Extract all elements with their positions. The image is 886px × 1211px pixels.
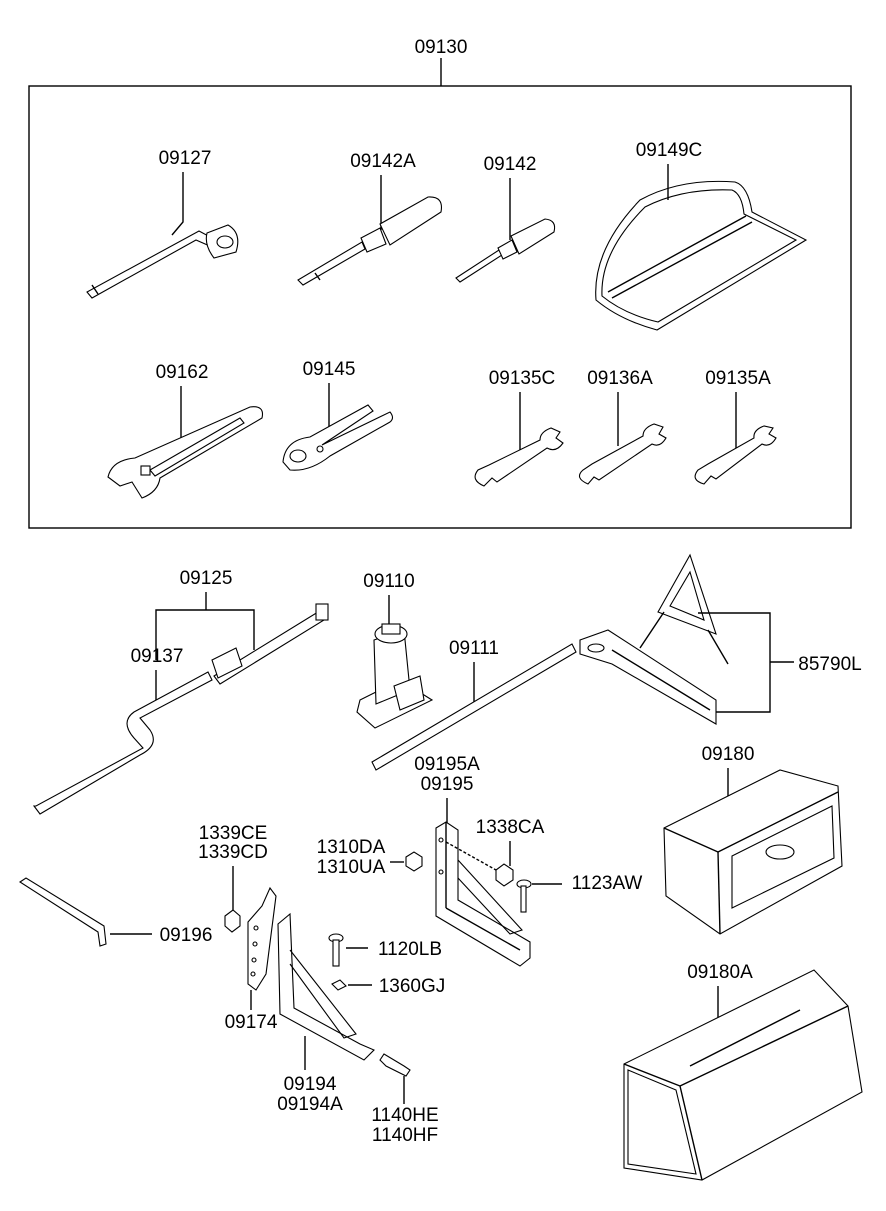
screwdriver-large-part[interactable]: 09142A [297, 151, 443, 286]
label-09137: 09137 [131, 646, 184, 667]
nut-1338CA-part[interactable]: 1338CA [476, 817, 545, 887]
label-1338CA: 1338CA [476, 817, 545, 838]
label-1120LB: 1120LB [378, 939, 442, 960]
socket-wrench-part[interactable]: 09127 [86, 148, 239, 299]
warning-triangle-part[interactable]: 85790L [579, 553, 862, 725]
tool-bag-part[interactable]: 09149C [595, 140, 808, 331]
spanner-09135C-part[interactable]: 09135C [474, 368, 564, 487]
bolt-1120LB-part[interactable]: 1120LB [328, 933, 442, 967]
label-09142: 09142 [484, 154, 537, 175]
label-09194: 09194 [284, 1074, 337, 1095]
label-1339CE: 1339CE [199, 823, 268, 844]
adjustable-wrench-part[interactable]: 09162 [107, 362, 264, 499]
label-09196: 09196 [160, 925, 213, 946]
bracket-part[interactable]: 09195A 09195 [414, 754, 531, 967]
label-09142A: 09142A [350, 151, 416, 172]
plate-part[interactable]: 09174 [225, 886, 278, 1033]
label-1360GJ: 1360GJ [379, 976, 446, 997]
spanner-09136A-part[interactable]: 09136A [578, 368, 667, 485]
hex-key-part[interactable]: 09196 [18, 877, 213, 947]
case-a-part[interactable]: 09180A [623, 962, 863, 1181]
label-09162: 09162 [156, 362, 209, 383]
label-1310DA: 1310DA [317, 837, 386, 858]
label-09180A: 09180A [687, 962, 753, 983]
label-1140HF: 1140HF [372, 1125, 438, 1146]
jack-handle-part[interactable]: 09125 09137 [32, 568, 329, 815]
label-09135C: 09135C [489, 368, 556, 389]
label-09136A: 09136A [587, 368, 653, 389]
bolt-1123AW-part[interactable]: 1123AW [516, 873, 643, 913]
label-85790L: 85790L [798, 654, 861, 675]
label-09180: 09180 [702, 744, 755, 765]
label-09135A: 09135A [705, 368, 771, 389]
label-1310UA: 1310UA [317, 857, 386, 878]
nut-1310-part[interactable]: 1310DA 1310UA [317, 837, 423, 878]
nut-1339-part[interactable]: 1339CE 1339CD [198, 823, 268, 933]
jack-bar-part[interactable]: 09111 [371, 638, 577, 771]
clip-1360GJ-part[interactable]: 1360GJ [331, 976, 446, 997]
label-09195A: 09195A [414, 754, 480, 775]
label-09125: 09125 [180, 568, 233, 589]
label-09174: 09174 [225, 1012, 278, 1033]
label-09110: 09110 [363, 571, 414, 592]
label-09195: 09195 [421, 774, 474, 795]
jack-part[interactable]: 09110 [356, 571, 434, 729]
tool-kit-frame: 09130 [28, 37, 852, 529]
label-09130: 09130 [415, 37, 468, 58]
pliers-part[interactable]: 09145 [282, 359, 394, 471]
support-part[interactable]: 09194 09194A [277, 912, 375, 1115]
bolt-1140-part[interactable]: 1140HE 1140HF [371, 1053, 439, 1146]
label-09194A: 09194A [277, 1094, 343, 1115]
label-1123AW: 1123AW [572, 873, 643, 894]
case-part[interactable]: 09180 [663, 744, 843, 935]
screwdriver-small-part[interactable]: 09142 [455, 154, 556, 283]
label-1339CD: 1339CD [198, 842, 268, 863]
label-09111: 09111 [449, 638, 499, 659]
label-1140HE: 1140HE [371, 1105, 438, 1126]
label-09149C: 09149C [636, 140, 703, 161]
label-09127: 09127 [159, 148, 212, 169]
spanner-09135A-part[interactable]: 09135A [694, 368, 777, 485]
label-09145: 09145 [303, 359, 356, 380]
